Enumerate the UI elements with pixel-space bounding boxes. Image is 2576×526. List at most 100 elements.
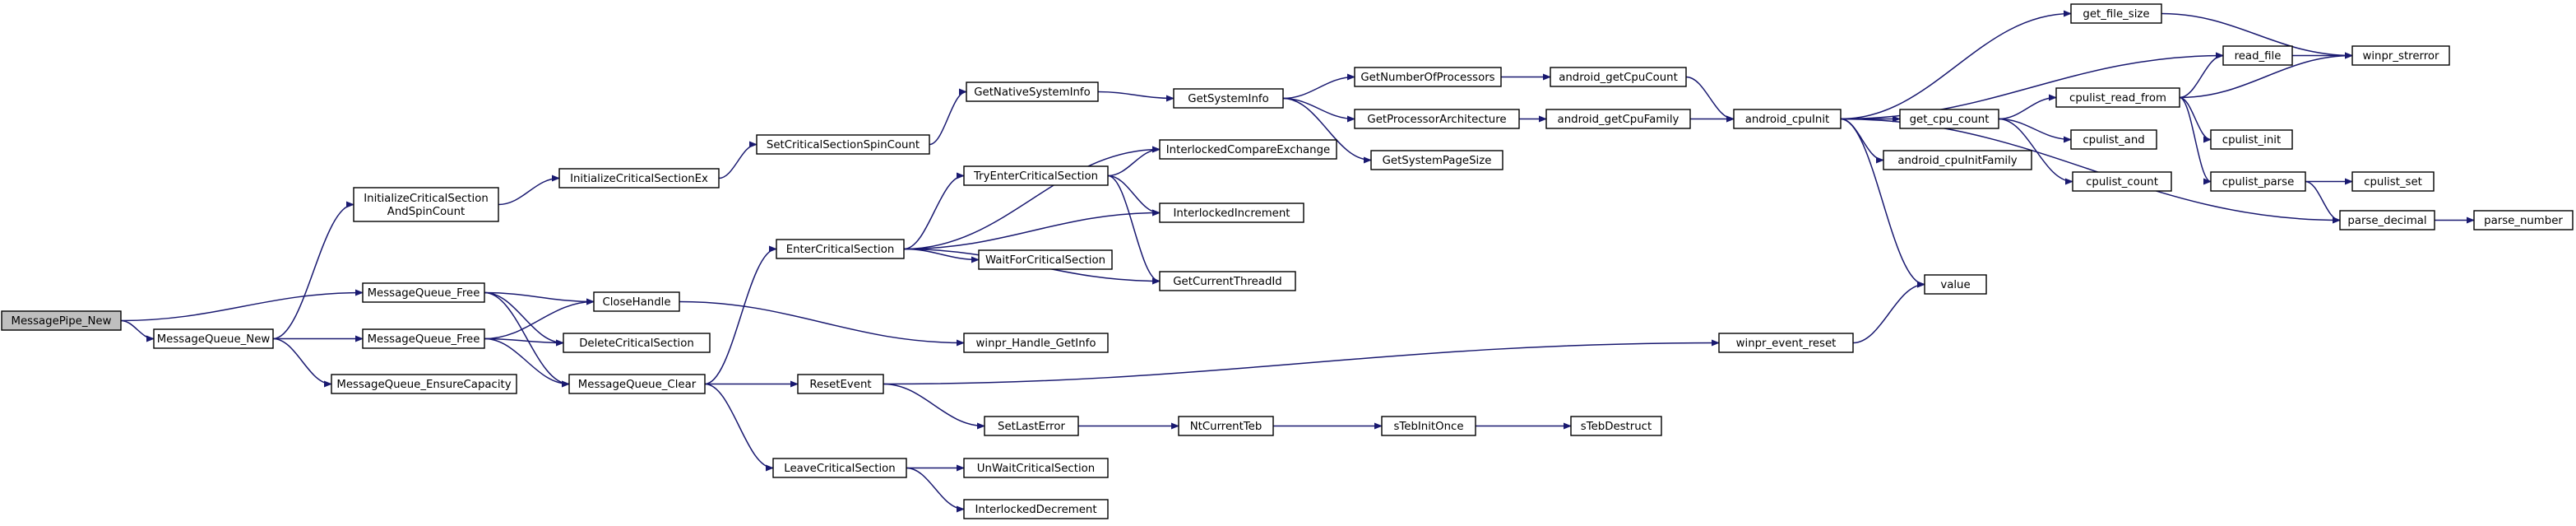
edge-n40-to-n39 [2179,52,2224,99]
edge-n34-to-n39 [1840,52,2224,120]
node-leavecriticalsection[interactable]: LeaveCriticalSection [772,458,907,478]
node-cpulist-read-from[interactable]: cpulist_read_from [2055,87,2180,108]
node-label: parse_decimal [2347,215,2426,227]
node-box [963,165,1109,186]
node-waitforcriticalsection[interactable]: WaitForCriticalSection [978,249,1113,270]
node-cpulist-parse[interactable]: cpulist_parse [2210,171,2306,192]
node-label: InitializeCriticalSectionEx [570,173,708,185]
node-read-file[interactable]: read_file [2222,45,2293,66]
edge-n21-to-n28 [1282,97,1372,164]
node-box [2055,87,2180,108]
node-box [2210,129,2293,150]
node-label: MessageQueue_Free [368,287,480,300]
node-resetevent[interactable]: ResetEvent [797,374,884,394]
node-cpulist-init[interactable]: cpulist_init [2210,129,2293,150]
node-box [797,374,884,394]
node-label: android_getCpuFamily [1558,114,1679,126]
node-label: cpulist_read_from [2069,92,2166,105]
node-unwaitcriticalsection[interactable]: UnWaitCriticalSection [963,458,1109,478]
node-android-cpuinit[interactable]: android_cpuInit [1733,109,1842,129]
node-box [984,416,1079,436]
node-box [1883,150,2032,170]
node-label: read_file [2235,50,2282,63]
node-box [153,328,274,349]
edge-n3-to-n6 [498,175,560,206]
node-interlockedincrement[interactable]: InterlockedIncrement [1159,202,1304,223]
node-label: sTebInitOnce [1393,421,1463,433]
node-messagequeue-free[interactable]: MessageQueue_Free [362,328,485,349]
node-getsystempagesize[interactable]: GetSystemPageSize [1370,150,1503,170]
node-parse-number[interactable]: parse_number [2473,210,2574,230]
node-get-cpu-count[interactable]: get_cpu_count [1899,109,1999,129]
node-get-file-size[interactable]: get_file_size [2070,3,2162,24]
node-cpulist-count[interactable]: cpulist_count [2072,171,2172,192]
edge-n15-to-n22 [1107,146,1161,177]
node-label: MessagePipe_New [12,315,112,328]
node-cpulist-set[interactable]: cpulist_set [2351,171,2435,192]
node-messagequeue-free[interactable]: MessageQueue_Free [362,282,485,303]
node-box [1718,333,1854,353]
node-label: LeaveCriticalSection [784,463,895,475]
node-label: cpulist_parse [2222,176,2295,189]
node-messagequeue-clear[interactable]: MessageQueue_Clear [568,374,706,394]
node-parse-decimal[interactable]: parse_decimal [2339,210,2435,230]
node-messagequeue-new[interactable]: MessageQueue_New [153,328,274,349]
node-getcurrentthreadid[interactable]: GetCurrentThreadId [1159,271,1296,291]
node-android-getcpufamily[interactable]: android_getCpuFamily [1545,109,1691,129]
node-label: winpr_Handle_GetInfo [976,337,1096,350]
node-stebinitonce[interactable]: sTebInitOnce [1381,416,1476,436]
node-entercriticalsection[interactable]: EnterCriticalSection [776,239,905,259]
node-setcriticalsectionspincount[interactable]: SetCriticalSectionSpinCount [756,134,930,155]
node-deletecriticalsection[interactable]: DeleteCriticalSection [563,333,711,353]
node-setlasterror[interactable]: SetLastError [984,416,1079,436]
node-box [2351,171,2435,192]
node-box [776,239,905,259]
node-messagequeue-ensurecapacity[interactable]: MessageQueue_EnsureCapacity [331,374,517,394]
node-label: TryEnterCriticalSection [973,170,1098,183]
node-label: MessageQueue_EnsureCapacity [336,379,511,391]
node-interlockedcompareexchange[interactable]: InterlockedCompareExchange [1159,139,1337,160]
node-box [2070,3,2162,24]
node-initializecriticalsectionex[interactable]: InitializeCriticalSectionEx [558,168,720,189]
node-label: get_file_size [2083,8,2149,21]
node-android-getcpucount[interactable]: android_getCpuCount [1550,67,1687,87]
call-edges [120,10,2475,513]
node-label: MessageQueue_Clear [578,379,697,391]
node-label: android_getCpuCount [1559,72,1678,84]
edge-n36-to-n40 [1998,94,2057,120]
edge-n35-to-n44 [2161,12,2353,59]
edge-n2-to-n7 [484,291,595,305]
node-tryentercriticalsection[interactable]: TryEnterCriticalSection [963,165,1109,186]
node-box [2222,45,2293,66]
edge-n34-to-n38 [1840,118,1925,288]
edge-n4-to-n7 [484,298,595,340]
node-getnativesysteminfo[interactable]: GetNativeSystemInfo [966,81,1099,102]
node-box [1570,416,1662,436]
node-interlockeddecrement[interactable]: InterlockedDecrement [963,499,1109,519]
node-getnumberofprocessors[interactable]: GetNumberOfProcessors [1354,67,1502,87]
function-nodes: MessagePipe_NewMessageQueue_NewMessageQu… [1,3,2574,519]
node-label: GetNativeSystemInfo [974,86,1091,99]
node-winpr-handle-getinfo[interactable]: winpr_Handle_GetInfo [963,333,1109,353]
node-label: GetNumberOfProcessors [1360,72,1494,84]
node-label: value [1940,279,1970,291]
node-ntcurrentteb[interactable]: NtCurrentTeb [1178,416,1274,436]
edge-n2-to-n8 [484,291,564,347]
edge-n15-to-n23 [1107,175,1161,216]
node-value[interactable]: value [1924,274,1987,295]
node-box [978,249,1113,270]
edge-n40-to-n44 [2179,52,2353,99]
node-messagepipe-new[interactable]: MessagePipe_New [1,310,122,331]
node-label: android_cpuInit [1745,114,1830,126]
node-winpr-strerror[interactable]: winpr_strerror [2351,45,2450,66]
edge-n36-to-n41 [1998,118,2072,143]
node-closehandle[interactable]: CloseHandle [593,291,680,312]
node-cpulist-and[interactable]: cpulist_and [2070,129,2157,150]
node-android-cpuinitfamily[interactable]: android_cpuInitFamily [1883,150,2032,170]
node-winpr-event-reset[interactable]: winpr_event_reset [1718,333,1854,353]
node-getprocessorarchitecture[interactable]: GetProcessorArchitecture [1354,109,1520,129]
node-label: MessageQueue_New [157,333,271,346]
node-getsysteminfo[interactable]: GetSystemInfo [1173,88,1284,109]
node-stebdestruct[interactable]: sTebDestruct [1570,416,1662,436]
